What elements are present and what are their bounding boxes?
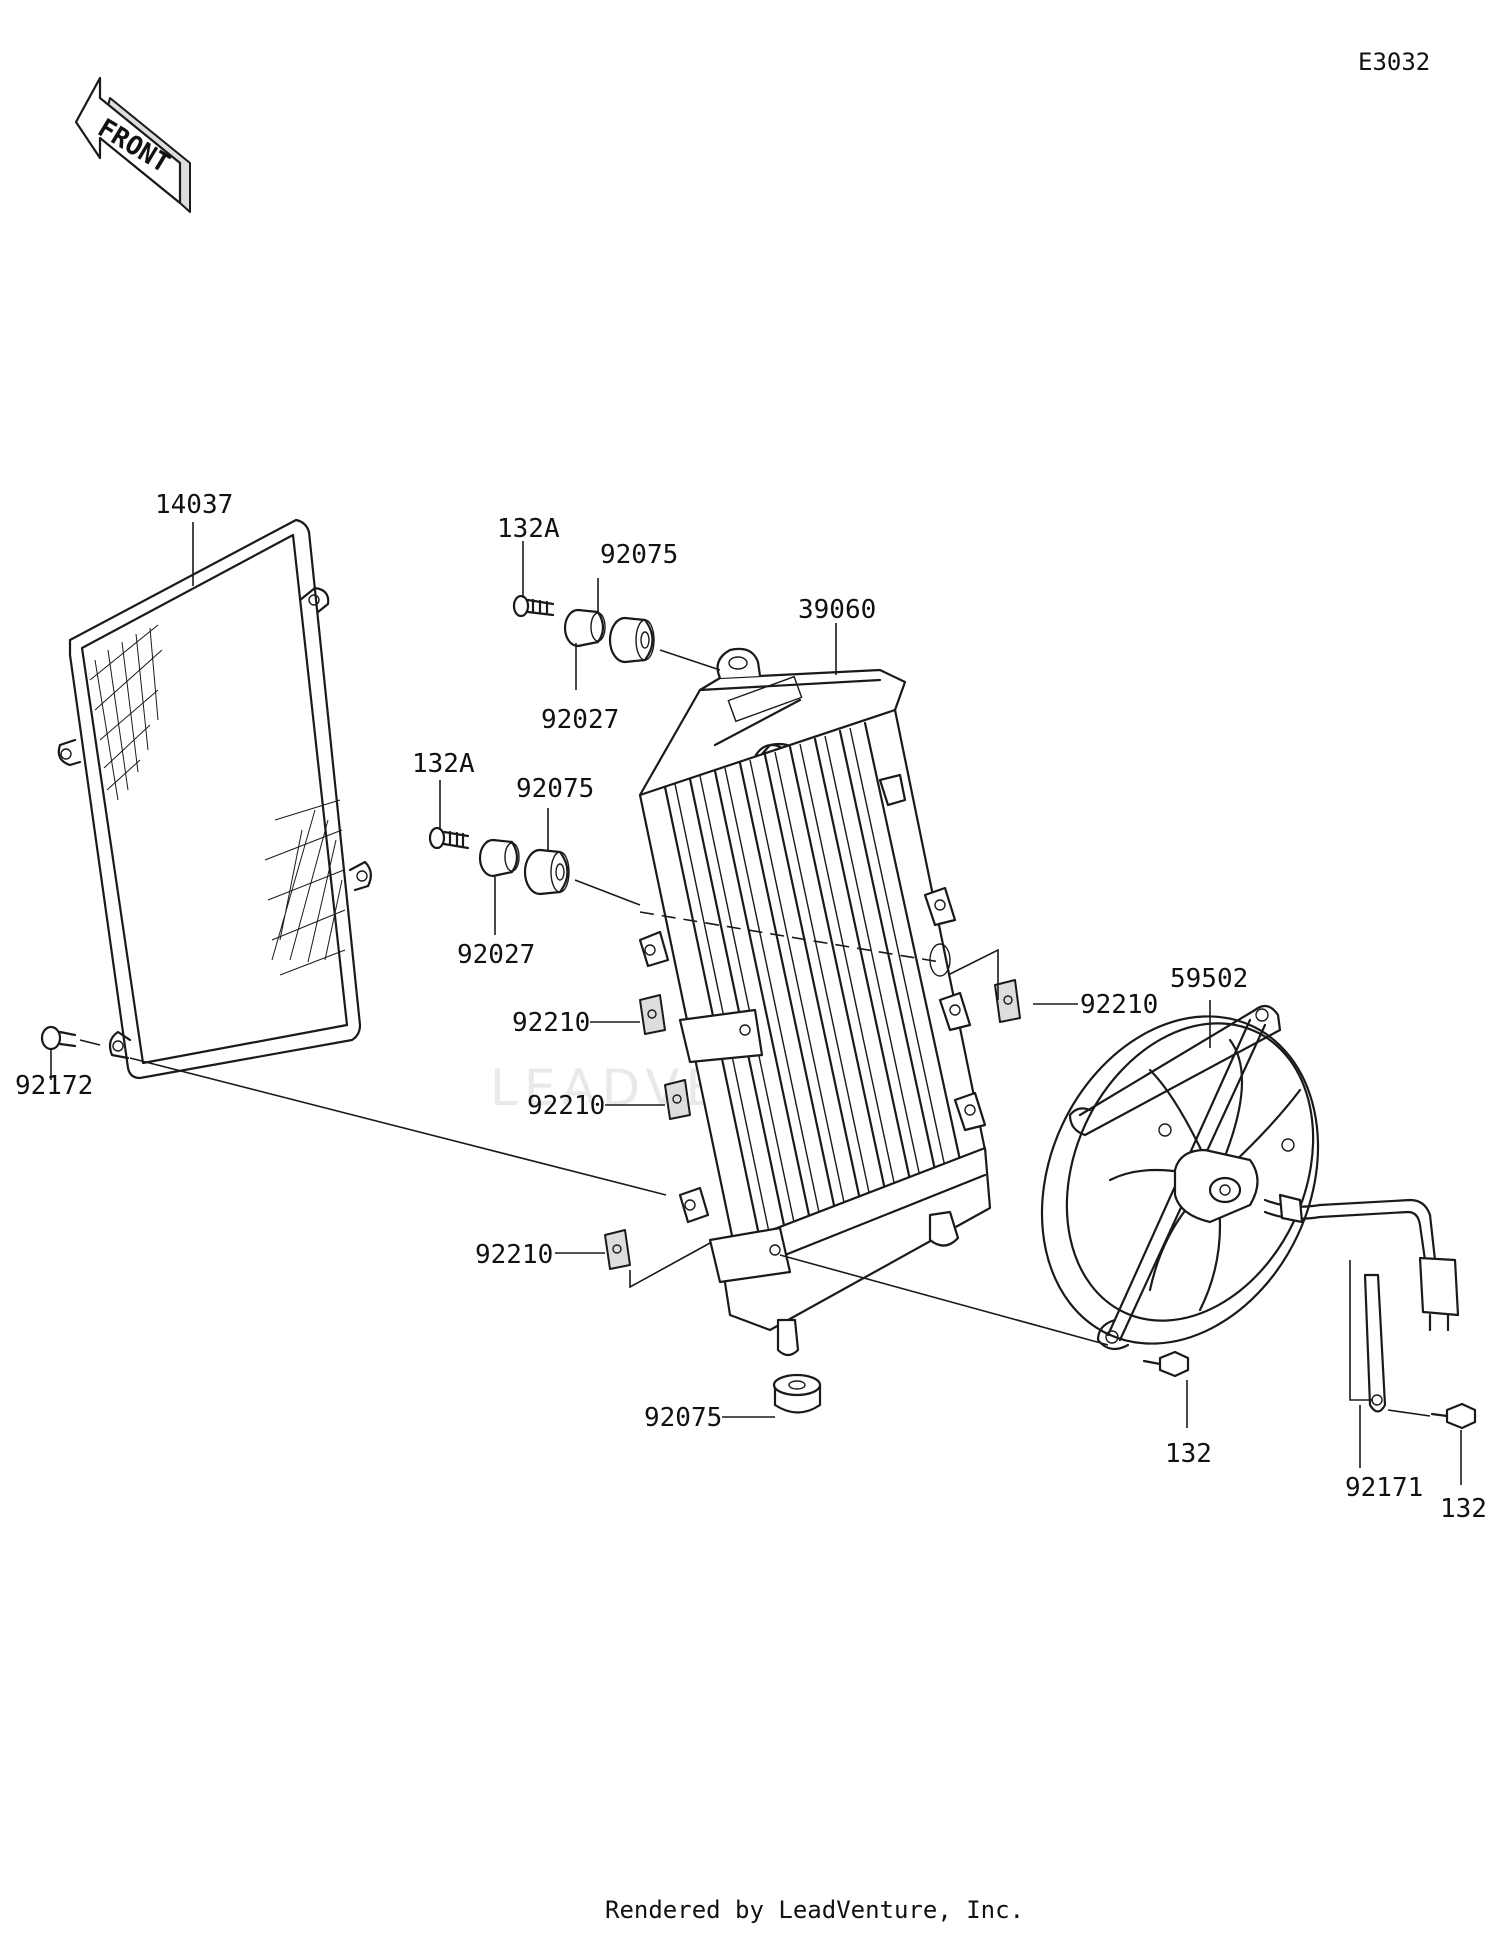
cooling-fan — [1040, 1004, 1460, 1351]
label-92172: 92172 — [15, 1071, 93, 1101]
diagram-code: E3032 — [1358, 48, 1430, 76]
label-92075-bottom: 92075 — [644, 1403, 722, 1433]
bolt-132-clamp — [1430, 1402, 1477, 1430]
grommet-92075-bottom — [772, 1373, 822, 1414]
label-92210-right: 92210 — [1080, 990, 1158, 1020]
label-92171: 92171 — [1345, 1473, 1423, 1503]
bolt-92172 — [40, 1025, 77, 1051]
label-132-clamp: 132 — [1440, 1494, 1487, 1524]
clip-92210-left-2 — [664, 1079, 691, 1120]
label-92027-upper: 92027 — [541, 705, 619, 735]
screen-mesh-upper — [89, 624, 163, 801]
label-59502: 59502 — [1170, 964, 1248, 994]
bolt-132a-middle — [428, 826, 470, 850]
footer-credit: Rendered by LeadVenture, Inc. — [605, 1896, 1024, 1924]
radiator-screen — [57, 518, 372, 1080]
front-arrow-icon: FRONT — [74, 76, 191, 213]
clip-92210-right — [994, 979, 1021, 1023]
label-14037: 14037 — [155, 490, 233, 520]
label-92210-left-2: 92210 — [527, 1091, 605, 1121]
leader-lines — [50, 522, 1462, 1485]
label-92075-middle: 92075 — [516, 774, 594, 804]
radiator-fins — [663, 721, 962, 1242]
clip-92210-left-1 — [639, 994, 666, 1035]
label-92075-upper: 92075 — [600, 540, 678, 570]
bolt-132a-upper — [512, 594, 555, 618]
collar-92027-middle — [478, 838, 520, 878]
label-132-fan: 132 — [1165, 1439, 1212, 1469]
label-92027-middle: 92027 — [457, 940, 535, 970]
screen-mesh-lower — [264, 799, 346, 976]
grommet-92075-upper — [608, 616, 655, 664]
radiator — [638, 647, 992, 1357]
clamp-92171 — [1363, 1273, 1387, 1413]
part-labels: 14037 39060 132A 92075 92027 132A 92075 … — [15, 490, 1487, 1524]
label-92210-left-3: 92210 — [475, 1240, 553, 1270]
grommet-92075-middle — [523, 848, 570, 896]
collar-92027-upper — [563, 608, 606, 648]
clip-92210-left-3 — [604, 1229, 631, 1270]
label-132a-middle: 132A — [412, 749, 475, 779]
bolt-132-fan — [1142, 1350, 1190, 1378]
label-132a-upper: 132A — [497, 514, 560, 544]
label-92210-left-1: 92210 — [512, 1008, 590, 1038]
label-39060: 39060 — [798, 595, 876, 625]
